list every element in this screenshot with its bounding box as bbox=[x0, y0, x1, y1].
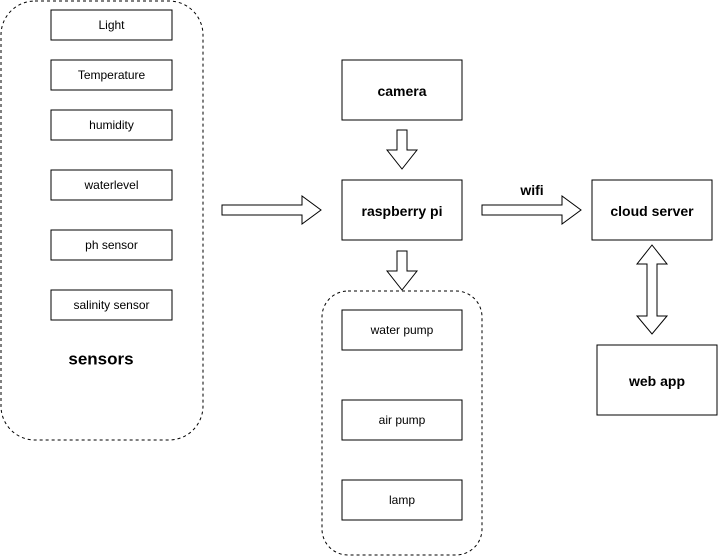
web-app-node-label: web app bbox=[628, 373, 685, 389]
camera-node: camera bbox=[341, 59, 463, 121]
sensor-item-label: humidity bbox=[89, 118, 134, 132]
sensor-item-label: ph sensor bbox=[85, 238, 138, 252]
actuator-item-air-pump: air pump bbox=[341, 399, 463, 441]
arrow-right-icon bbox=[481, 195, 582, 225]
bidirectional-arrow-icon bbox=[635, 244, 669, 335]
sensor-item-salinity-sensor: salinity sensor bbox=[50, 289, 173, 321]
actuator-item-label: lamp bbox=[389, 493, 415, 507]
raspberry-pi-node-label: raspberry pi bbox=[362, 203, 443, 219]
arrow-right-icon bbox=[221, 195, 322, 225]
actuator-item-label: water pump bbox=[370, 323, 434, 337]
sensors-group-label: sensors bbox=[68, 350, 133, 369]
raspberry-pi-node: raspberry pi bbox=[341, 179, 463, 241]
sensor-item-ph-sensor: ph sensor bbox=[50, 229, 173, 261]
sensor-item-waterlevel: waterlevel bbox=[50, 169, 173, 201]
cloud-server-node: cloud server bbox=[591, 179, 713, 241]
actuators-group: water pump air pump lamp bbox=[321, 290, 483, 556]
web-app-node: web app bbox=[596, 344, 718, 416]
sensor-item-label: Temperature bbox=[78, 68, 146, 82]
sensor-item-light: Light bbox=[50, 9, 173, 41]
actuator-item-lamp: lamp bbox=[341, 479, 463, 521]
sensor-item-humidity: humidity bbox=[50, 109, 173, 141]
arrow-down-icon bbox=[385, 129, 419, 170]
sensor-item-label: waterlevel bbox=[83, 178, 138, 192]
sensor-item-label: salinity sensor bbox=[73, 298, 149, 312]
wifi-label: wifi bbox=[519, 182, 543, 198]
camera-node-label: camera bbox=[377, 83, 426, 99]
sensor-item-label: Light bbox=[98, 18, 125, 32]
arrow-down-icon bbox=[385, 250, 419, 291]
cloud-server-node-label: cloud server bbox=[610, 203, 694, 219]
actuator-item-label: air pump bbox=[379, 413, 426, 427]
actuator-item-water-pump: water pump bbox=[341, 309, 463, 351]
sensor-item-temperature: Temperature bbox=[50, 59, 173, 91]
sensors-group: Light Temperature humidity waterlevel ph… bbox=[0, 0, 204, 441]
